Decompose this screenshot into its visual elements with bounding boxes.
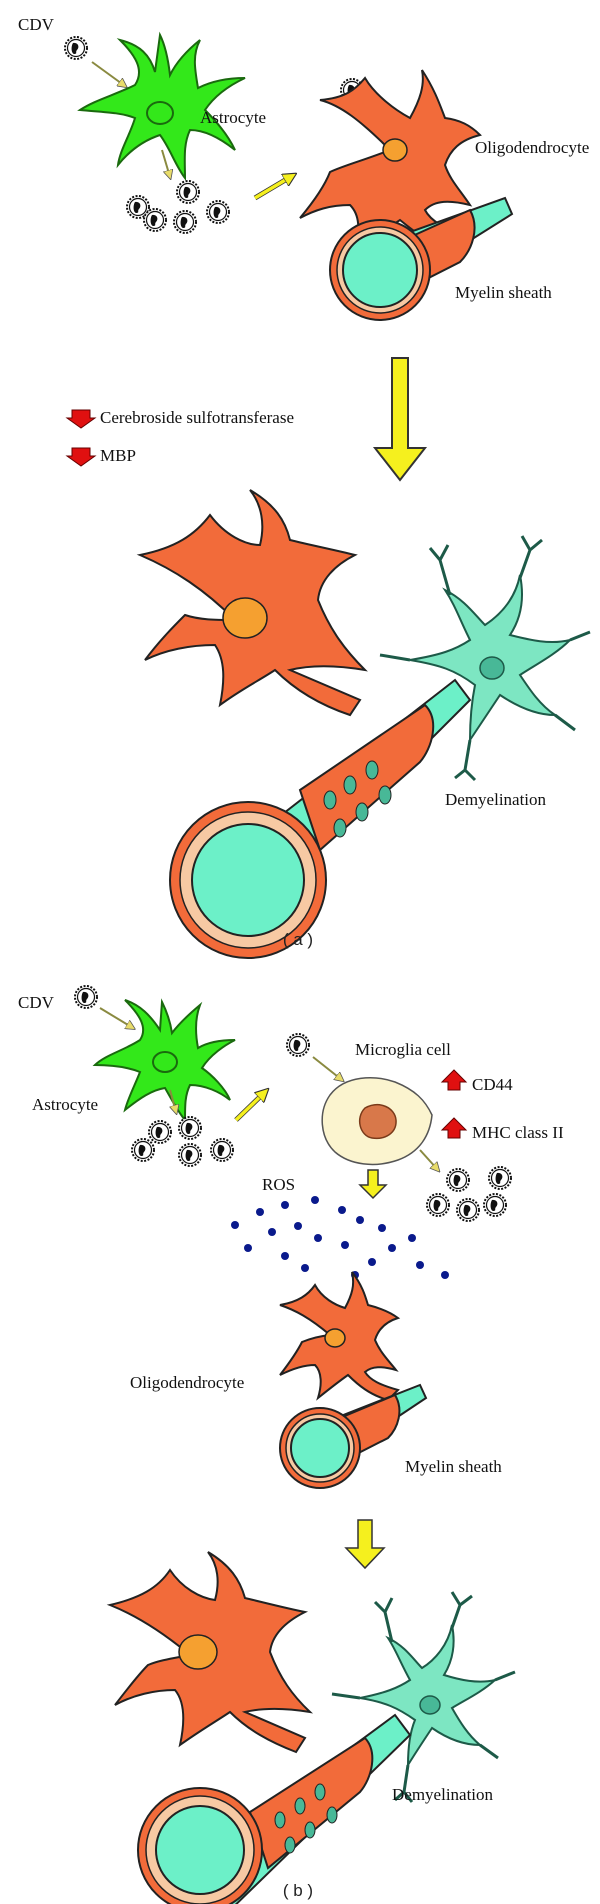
oligodendrocyte-large-b bbox=[106, 1551, 314, 1754]
infection-arrow-a bbox=[91, 61, 125, 86]
astrocyte-label-a: Astrocyte bbox=[200, 108, 266, 127]
virus-particle-m4 bbox=[456, 1198, 480, 1222]
oligodendrocyte-b bbox=[279, 1271, 401, 1402]
neuron-b bbox=[331, 1591, 516, 1803]
myelin-label-a: Myelin sheath bbox=[455, 283, 552, 302]
myelin-label-b: Myelin sheath bbox=[405, 1457, 502, 1476]
cdv-label-a: CDV bbox=[18, 15, 55, 34]
ros-dots bbox=[231, 1196, 449, 1279]
myelin-cross-section-large-b bbox=[137, 1787, 263, 1904]
panel-a: CDV Astrocyte Oligodendrocyte bbox=[18, 15, 591, 959]
microglia-cell bbox=[321, 1077, 433, 1166]
microglia-release-arrow bbox=[419, 1149, 438, 1170]
microglia-down-arrow bbox=[358, 1169, 388, 1200]
up-arrow-red-1 bbox=[440, 1069, 468, 1091]
microglia-infection-arrow bbox=[312, 1056, 342, 1080]
panel-b: CDV Astrocyte Microglia cell CD44 MHC cl… bbox=[18, 985, 564, 1904]
oligodendrocyte-large-a bbox=[136, 489, 368, 717]
virus-particle-b4 bbox=[131, 1138, 155, 1162]
virus-particle-m3 bbox=[426, 1193, 450, 1217]
caption-a: ( a ) bbox=[283, 930, 313, 949]
yellow-arrow-b bbox=[234, 1092, 265, 1122]
increase-label-2: MHC class II bbox=[472, 1123, 564, 1142]
virus-particle-a4 bbox=[206, 200, 230, 224]
release-arrow-b bbox=[169, 1089, 176, 1112]
infection-arrow-b bbox=[99, 1007, 133, 1028]
virus-particle-b2 bbox=[178, 1116, 202, 1140]
cdv-label-b: CDV bbox=[18, 993, 55, 1012]
virus-particle-b3 bbox=[148, 1120, 172, 1144]
up-arrow-red-2 bbox=[440, 1117, 468, 1139]
virus-cluster-a bbox=[126, 180, 230, 234]
virus-cluster-microglia bbox=[426, 1166, 512, 1222]
oligodendrocyte-label-b: Oligodendrocyte bbox=[130, 1373, 244, 1392]
ros-label: ROS bbox=[262, 1175, 295, 1194]
oligodendrocyte-label-a: Oligodendrocyte bbox=[475, 138, 589, 157]
virus-particle-b5 bbox=[178, 1143, 202, 1167]
myelin-cross-section-b bbox=[279, 1407, 361, 1489]
down-arrow-red-1 bbox=[65, 409, 97, 429]
virus-particle-a2 bbox=[176, 180, 200, 204]
myelin-lesions-a bbox=[323, 760, 392, 838]
neuron-a bbox=[379, 535, 591, 782]
damaged-myelin-a bbox=[298, 703, 435, 852]
decrease-label-1: Cerebroside sulfotransferase bbox=[100, 408, 294, 427]
virus-particle-a5 bbox=[173, 210, 197, 234]
virus-particle-m1 bbox=[446, 1168, 470, 1192]
astrocyte-a bbox=[77, 31, 246, 181]
myelin-cross-section-a bbox=[329, 219, 431, 321]
demyelination-label-b: Demyelination bbox=[392, 1785, 494, 1804]
microglia-label: Microglia cell bbox=[355, 1040, 451, 1059]
oligodendrocyte-a bbox=[299, 69, 482, 253]
demyelination-label-a: Demyelination bbox=[445, 790, 547, 809]
down-arrow-red-2 bbox=[65, 447, 97, 467]
yellow-arrow-a bbox=[254, 176, 292, 200]
myelin-cross-section-large-a bbox=[169, 801, 327, 959]
virus-particle-b6 bbox=[210, 1138, 234, 1162]
virus-particle-a bbox=[64, 36, 88, 60]
decrease-label-2: MBP bbox=[100, 446, 136, 465]
virus-particle-m2 bbox=[488, 1166, 512, 1190]
myelin-lesions-b bbox=[274, 1783, 338, 1854]
release-arrow-a bbox=[161, 149, 170, 177]
down-arrow-b bbox=[344, 1519, 386, 1570]
caption-b: ( b ) bbox=[283, 1881, 313, 1900]
virus-particle-m5 bbox=[483, 1193, 507, 1217]
virus-particle-a6 bbox=[143, 208, 167, 232]
increase-label-1: CD44 bbox=[472, 1075, 513, 1094]
damaged-myelin-b bbox=[248, 1736, 374, 1870]
astrocyte-label-b: Astrocyte bbox=[32, 1095, 98, 1114]
big-down-arrow-a bbox=[372, 357, 428, 482]
virus-particle-microglia bbox=[286, 1033, 310, 1057]
virus-particle-b bbox=[74, 985, 98, 1009]
virus-cluster-b bbox=[131, 1116, 234, 1167]
astrocyte-b bbox=[92, 998, 236, 1123]
